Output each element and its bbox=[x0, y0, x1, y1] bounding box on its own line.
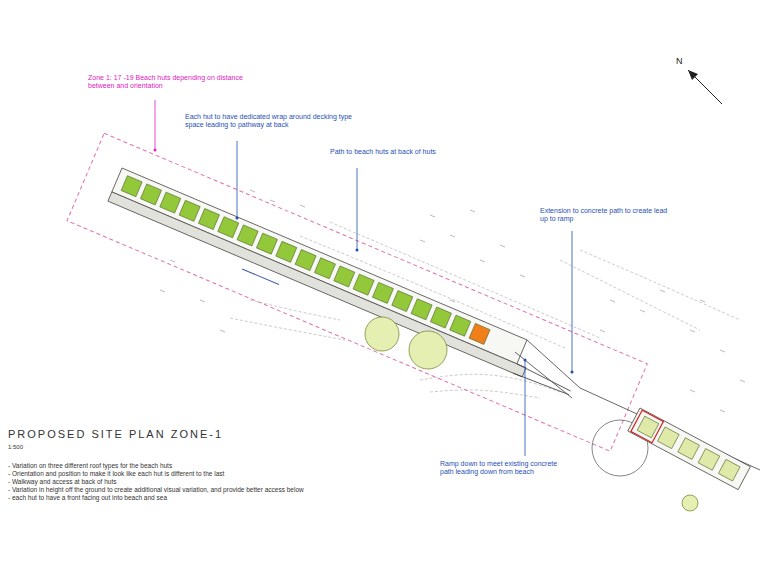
beach-hut bbox=[430, 307, 451, 328]
level-tick bbox=[470, 210, 475, 212]
beach-hut bbox=[121, 176, 142, 197]
level-tick bbox=[640, 310, 645, 312]
leader-dot bbox=[154, 149, 157, 152]
level-tick bbox=[450, 300, 455, 302]
beach-hut bbox=[334, 266, 355, 287]
plan-note: - each hut to have a front facing out in… bbox=[8, 494, 428, 502]
leader-dot bbox=[356, 249, 359, 252]
zone-note: Zone 1: 17 -19 Beach huts depending on d… bbox=[88, 74, 248, 91]
level-tick bbox=[660, 290, 665, 292]
level-tick bbox=[500, 245, 505, 247]
level-tick bbox=[610, 300, 615, 302]
beach-hut bbox=[392, 291, 413, 312]
leader-line bbox=[572, 231, 573, 372]
callout-note: Path to beach huts at back of huts bbox=[330, 148, 440, 156]
beach-hut bbox=[218, 217, 239, 238]
north-label: N bbox=[676, 56, 690, 67]
beach-hut bbox=[237, 225, 258, 246]
plan-title: PROPOSED SITE PLAN ZONE-1 bbox=[8, 428, 308, 441]
plan-note: - Orientation and position to make it lo… bbox=[8, 470, 428, 478]
north-arrow bbox=[688, 70, 722, 104]
rear-path bbox=[108, 192, 526, 377]
tree bbox=[409, 331, 447, 369]
level-tick bbox=[250, 190, 255, 192]
level-tick bbox=[520, 275, 525, 277]
level-tick bbox=[740, 380, 745, 382]
beach-hut bbox=[179, 200, 200, 221]
contour-line bbox=[580, 250, 740, 320]
beach-hut bbox=[256, 233, 277, 254]
level-tick bbox=[690, 390, 695, 392]
contour-line bbox=[560, 260, 700, 330]
level-tick bbox=[600, 330, 605, 332]
plan-note: - Walkway and access at back of huts bbox=[8, 478, 428, 486]
decking bbox=[112, 168, 527, 364]
level-tick bbox=[160, 290, 165, 292]
contour-line bbox=[250, 300, 340, 320]
level-tick bbox=[170, 260, 175, 262]
level-tick bbox=[480, 260, 485, 262]
contour-line bbox=[430, 390, 540, 398]
leader-line bbox=[357, 168, 358, 250]
beach-hut bbox=[469, 323, 490, 344]
leader-dot bbox=[524, 359, 527, 362]
level-tick bbox=[300, 205, 305, 207]
hut-strip bbox=[67, 133, 647, 451]
level-tick bbox=[430, 215, 435, 217]
beach-hut bbox=[450, 315, 471, 336]
ramp bbox=[513, 364, 572, 397]
highlight-outline bbox=[631, 410, 663, 442]
level-tick bbox=[450, 235, 455, 237]
beach-hut bbox=[140, 184, 161, 205]
leader-line bbox=[525, 360, 526, 456]
tree bbox=[682, 495, 698, 511]
beach-hut bbox=[295, 250, 316, 271]
leader-line bbox=[237, 141, 238, 218]
leader-line bbox=[155, 100, 156, 150]
level-tick bbox=[690, 330, 695, 332]
tree bbox=[365, 317, 399, 351]
scale-label: 1:500 bbox=[8, 444, 68, 451]
level-tick bbox=[720, 410, 725, 412]
level-tick bbox=[270, 200, 275, 202]
callout-note: Each hut to have dedicated wrap around d… bbox=[185, 113, 355, 130]
level-tick bbox=[220, 330, 225, 332]
contour-line bbox=[330, 222, 600, 338]
callout-note: Ramp down to meet existing concrete path… bbox=[440, 460, 565, 477]
beach-hut bbox=[314, 258, 335, 279]
level-tick bbox=[420, 240, 425, 242]
level-tick bbox=[700, 300, 705, 302]
beach-hut bbox=[160, 192, 181, 213]
beach-hut bbox=[658, 427, 680, 449]
existing-huts bbox=[628, 408, 751, 490]
callout-note: Extension to concrete path to create lea… bbox=[540, 207, 675, 224]
concrete-path bbox=[515, 340, 760, 470]
plan-note: - Variation on three different roof type… bbox=[8, 462, 428, 470]
level-tick bbox=[720, 350, 725, 352]
north-arrowhead bbox=[688, 70, 698, 80]
beach-hut bbox=[698, 449, 720, 471]
beach-hut bbox=[353, 274, 374, 295]
beach-hut bbox=[276, 241, 297, 262]
zone-boundary bbox=[67, 133, 647, 451]
leader-dot bbox=[571, 371, 574, 374]
contour-line bbox=[230, 318, 345, 340]
beach-hut bbox=[637, 416, 659, 438]
scale-bar bbox=[242, 269, 279, 285]
existing-strip bbox=[628, 408, 751, 490]
level-tick bbox=[200, 300, 205, 302]
plan-note: - Variation in height off the ground to … bbox=[8, 486, 428, 494]
leader-dot bbox=[236, 217, 239, 220]
beach-hut bbox=[678, 438, 700, 460]
beach-hut bbox=[411, 299, 432, 320]
beach-hut bbox=[718, 459, 740, 481]
beach-hut bbox=[372, 282, 393, 303]
beach-hut bbox=[198, 209, 219, 230]
